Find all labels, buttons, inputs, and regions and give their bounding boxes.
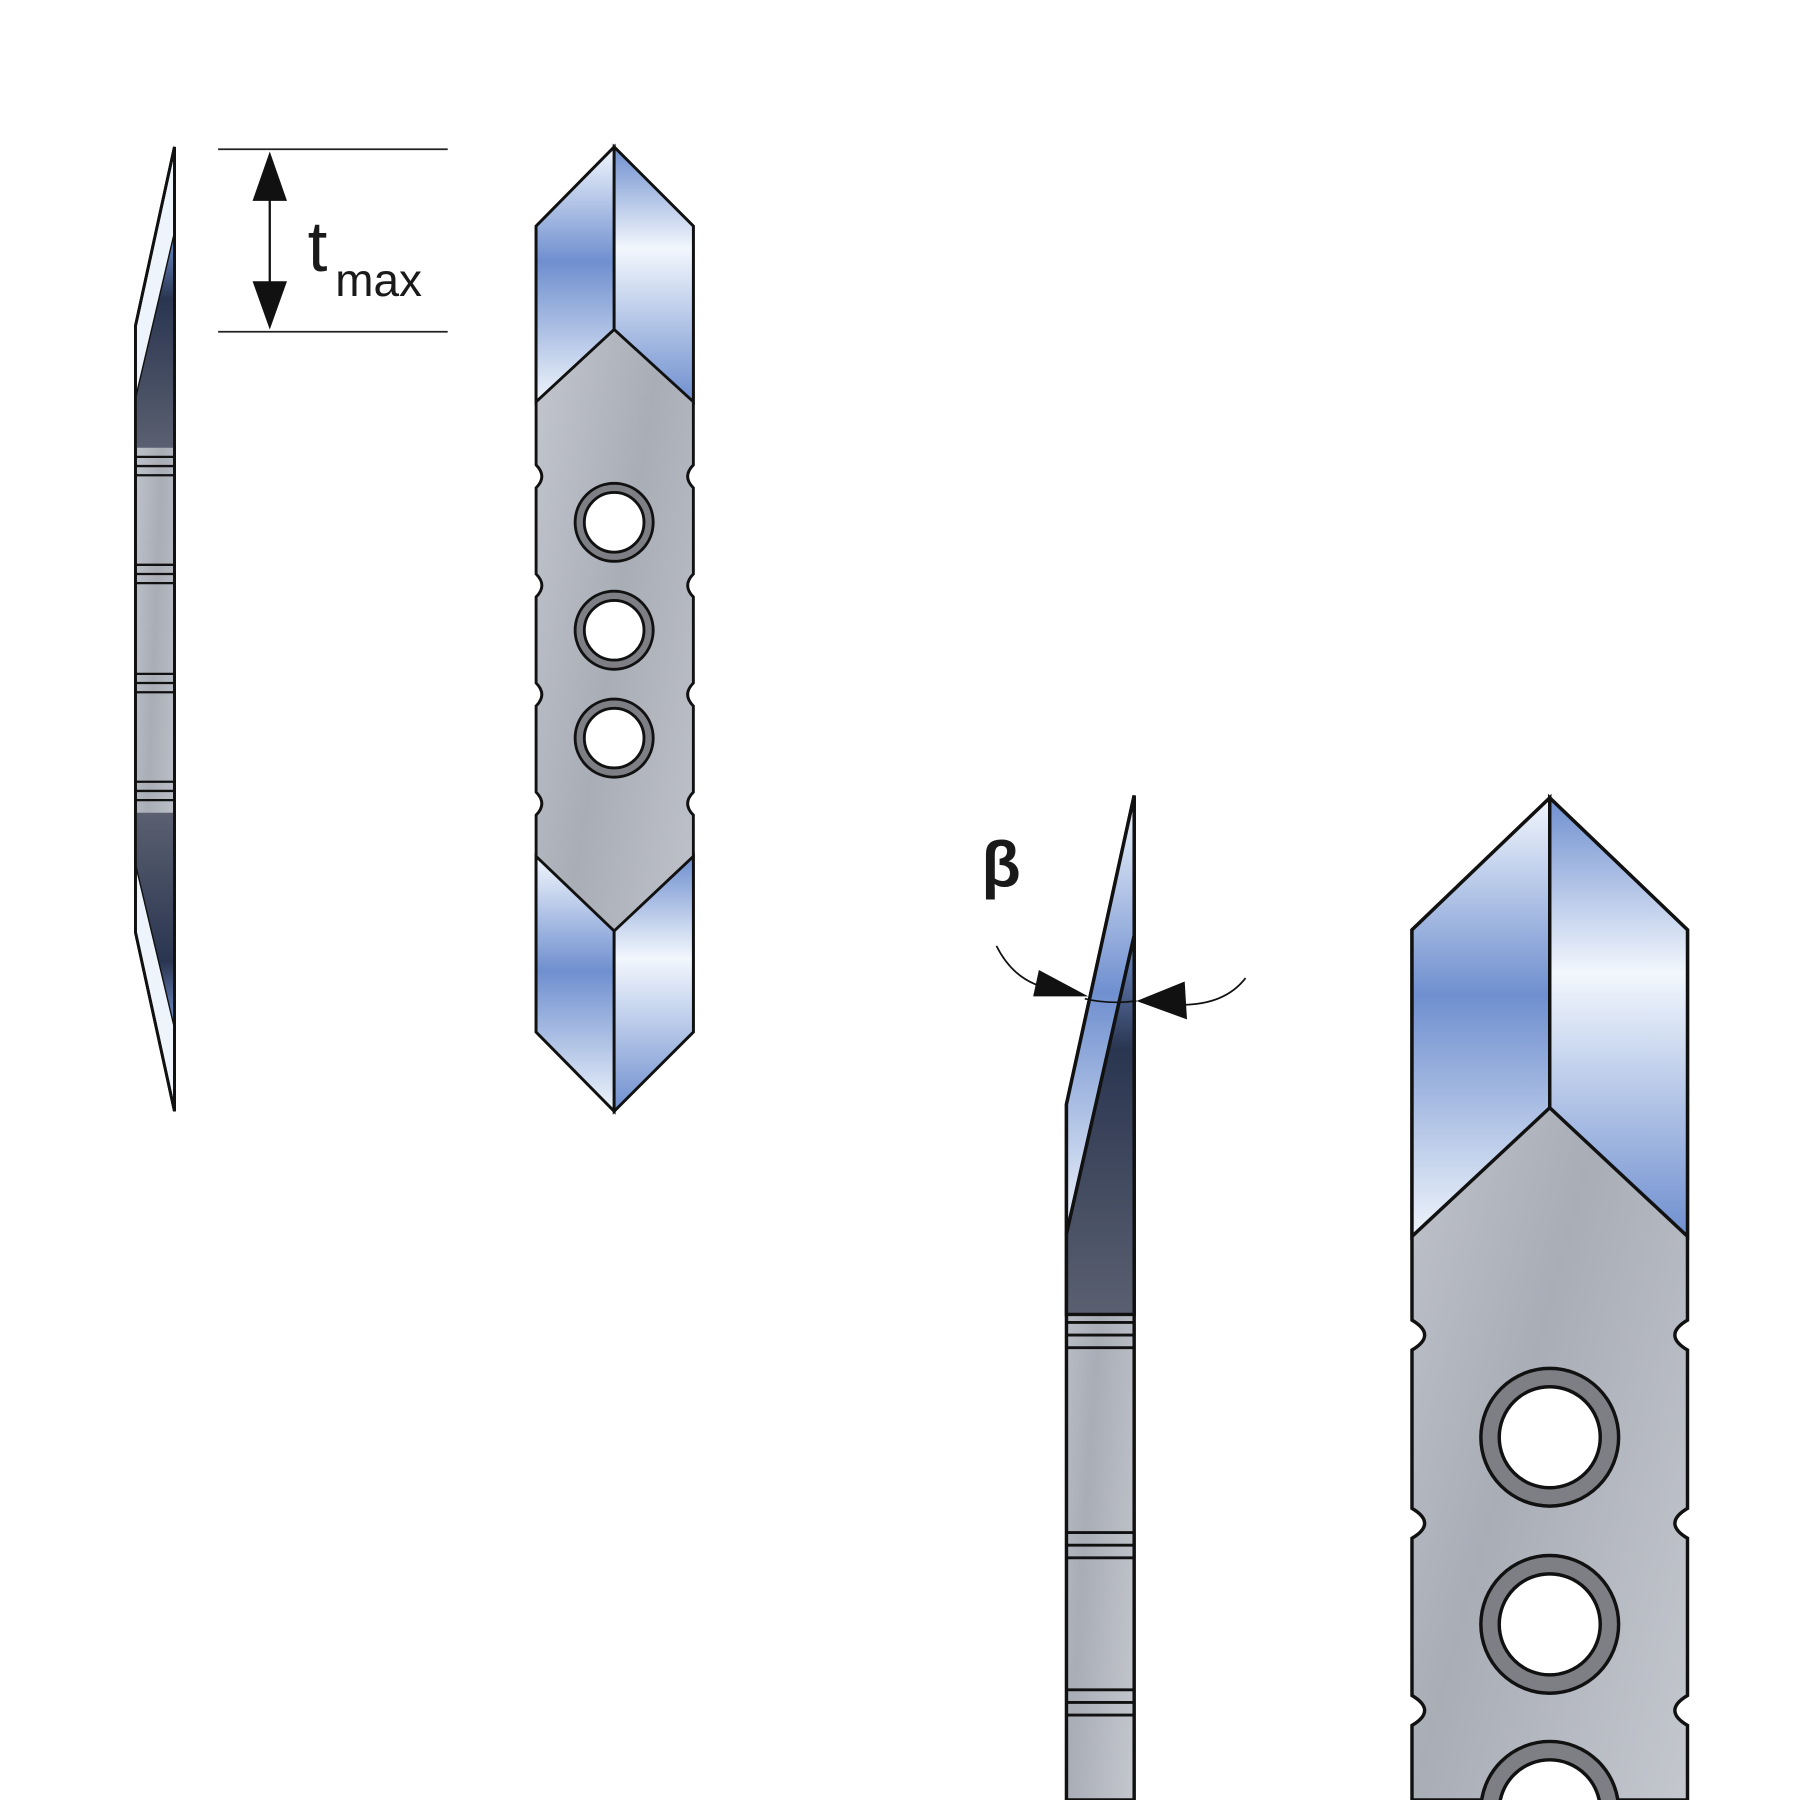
hole bbox=[1479, 1553, 1621, 1695]
front-view-small bbox=[534, 143, 695, 1115]
arrow-up-icon bbox=[252, 151, 287, 201]
arrow-left-icon bbox=[1136, 981, 1187, 1020]
hole bbox=[1479, 1739, 1620, 1800]
hole bbox=[573, 697, 655, 779]
hole bbox=[573, 589, 655, 671]
tmax-dimension: t max bbox=[218, 148, 448, 333]
tmax-symbol: t bbox=[308, 208, 328, 287]
beta-label: β bbox=[982, 828, 1021, 900]
side-view-small bbox=[134, 146, 176, 1112]
beta-angle-indicator: β bbox=[982, 828, 1247, 1020]
arrow-right-icon bbox=[1033, 970, 1089, 997]
hole bbox=[573, 481, 655, 563]
front-view-large bbox=[1410, 793, 1690, 1800]
hole bbox=[1479, 1366, 1621, 1508]
tmax-subscript: max bbox=[335, 254, 422, 306]
arrow-down-icon bbox=[252, 281, 287, 330]
side-view-large bbox=[1064, 795, 1136, 1800]
